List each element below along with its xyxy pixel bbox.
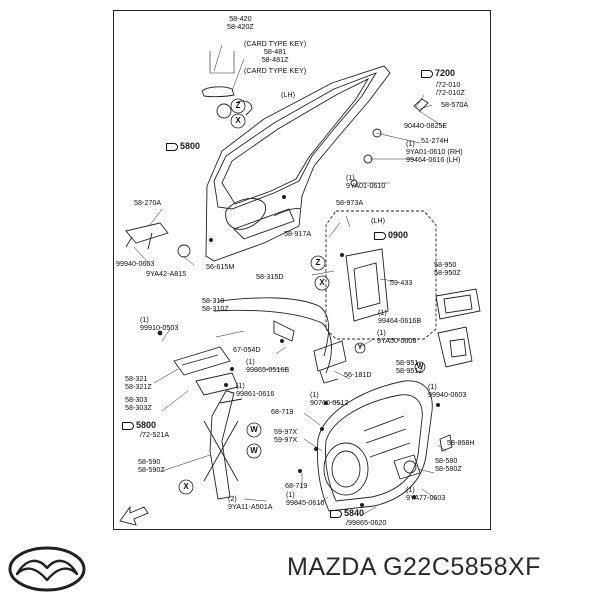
door-panel-outline: [205, 65, 391, 262]
label-56-615m: 56-615M: [206, 262, 235, 271]
label-99865-0516b: (1) 99865-0516B: [246, 357, 290, 374]
label-9ya11: (2) 9YA11-A501A: [228, 494, 273, 511]
label-99464-0616b: (1) 99464-0616B: [378, 308, 422, 325]
label-58-917a: 58-917A: [284, 229, 312, 238]
label-68-719: 68-719: [271, 407, 294, 416]
label-90760-0512: (1) 90760-0512: [310, 390, 349, 407]
window-regulator: [209, 390, 235, 500]
label-card-type-key: (CARD TYPE KEY): [244, 66, 307, 75]
label-58-315d: 58-315D: [256, 272, 284, 281]
reference-tag-icon: [374, 231, 386, 240]
label-68-719b: 68-719: [285, 481, 308, 490]
door-assembly-drawing: [119, 44, 481, 526]
label-72-521a: /72-521A: [140, 430, 170, 439]
label-58-590: 58-590 58-590Z: [138, 457, 165, 474]
label-58-310: 58-310 58-310Z: [202, 296, 229, 313]
label-58-973a: 58-973A: [336, 198, 364, 207]
ref-5800-b: 5800: [122, 420, 156, 430]
callout-w-3: W: [416, 363, 424, 370]
callout-y: Y: [357, 344, 363, 351]
label-58-868h: 58-868H: [447, 438, 475, 447]
regulator-motor: [393, 454, 421, 480]
door-inner-ellipse: [225, 198, 266, 230]
label-99861-0616: (1) 99861-0616: [236, 381, 275, 398]
ref-5840: 5840: [330, 508, 364, 518]
ref-0900: 0900: [374, 230, 408, 240]
latch-assembly: [437, 326, 473, 368]
inside-handle: [173, 346, 231, 376]
label-58-303: 58-303 58-303Z: [125, 395, 152, 412]
callout-x-1: X: [235, 116, 241, 125]
parts-diagram: 58-420 58-420Z (CARD TYPE KEY) 58-481 58…: [113, 10, 491, 530]
label-99865-0620: /99865-0620: [346, 518, 387, 527]
callout-w-2: W: [250, 446, 258, 455]
reference-tag-icon: [421, 69, 433, 78]
callout-x-3: X: [183, 482, 189, 491]
label-9ya01-0610: (1) 9YA01-0610: [346, 173, 386, 190]
label-56-181d: 56-181D: [344, 370, 372, 379]
callout-w-1: W: [250, 425, 258, 434]
label-59-97x: 59-97X 59-97X: [274, 427, 298, 444]
label-9ya50: (1) 9YA50-0608: [377, 328, 417, 345]
label-58-950: 58-950 58-950Z: [434, 260, 461, 277]
label-lh-2: (LH): [371, 216, 385, 225]
label-58-580: 58-580 58-580Z: [435, 456, 462, 473]
ref-7200: 7200: [421, 68, 455, 78]
mazda-logo-icon: [8, 546, 86, 592]
reference-tag-icon: [122, 421, 134, 430]
door-window-frame: [213, 72, 378, 210]
label-lh: (LH): [281, 90, 295, 99]
label-9ya42: 9YA42-A815: [146, 269, 187, 278]
label-58-570a: 58-570A: [441, 100, 469, 109]
reference-tag-icon: [330, 509, 342, 518]
label-9ya01-rh-lh: (1) 9YA01-0610 (RH) 99464-0616 (LH): [406, 139, 463, 164]
label-59-433: 59-433: [390, 278, 413, 287]
label-72-010: /72-010 /72-010Z: [436, 80, 465, 97]
outside-handle: [201, 86, 235, 98]
front-direction-arrow: [119, 505, 149, 526]
label-58-420: 58-420 58-420Z: [227, 14, 254, 31]
label-58-951: 58-951 58-951Z: [396, 358, 423, 375]
label-58-321: 58-321 58-321Z: [125, 374, 152, 391]
part-number-title: MAZDA G22C5858XF: [287, 553, 541, 581]
label-card-type-key-481: (CARD TYPE KEY) 58-481 58-481Z: [244, 39, 307, 64]
label-9ya77: (1) 9YA77-0603: [406, 485, 446, 502]
door-carrier-panel: [317, 380, 433, 512]
hinge-bracket: [125, 222, 169, 244]
label-58-270a: 58-270A: [134, 198, 162, 207]
label-99845-0616: (1) 99845-0616: [286, 490, 325, 507]
label-99910-0503: (1) 99910-0503: [140, 315, 179, 332]
label-90440: 90440-0825E: [404, 121, 448, 130]
label-51-274h: 51-274H: [421, 136, 449, 145]
label-99940-0603: 99940-0603: [116, 259, 155, 268]
callout-x-2: X: [319, 278, 325, 287]
ref-5800: 5800: [166, 141, 200, 151]
door-latch: [435, 288, 481, 320]
label-67-054d: 67-054D: [233, 345, 261, 354]
callout-z-2: Z: [315, 258, 321, 267]
callout-z-1: Z: [235, 101, 241, 110]
latch-module-box: [325, 210, 437, 340]
reference-tag-icon: [166, 142, 178, 151]
label-99940-0603b: (1) 99940-0603: [428, 382, 467, 399]
